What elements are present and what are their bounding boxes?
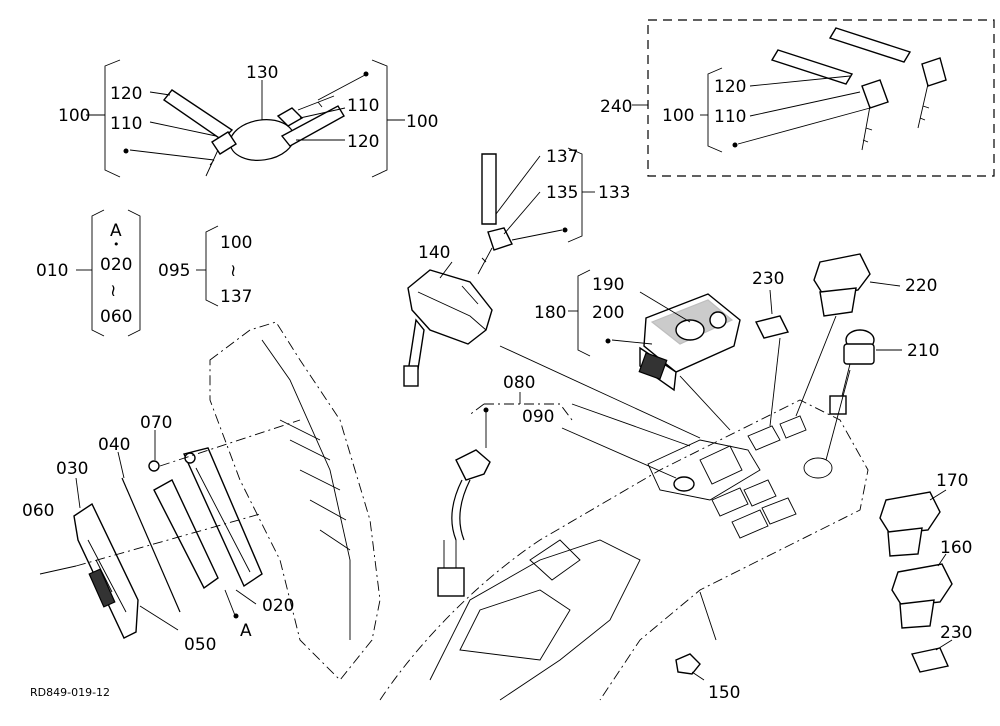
callout-010: 010 [36,261,68,281]
key-tag-box-1 [770,49,854,85]
option-key-box [632,19,995,177]
callout-120-left: 120 [110,84,142,104]
callout-050: 050 [184,635,216,655]
key-tag-box-2 [828,27,912,63]
part-030-case [73,502,139,639]
key-box-1 [861,79,889,109]
key-set-group [86,59,405,178]
meter-panel [39,419,301,639]
callout-095: 095 [158,261,190,281]
callout-090: 090 [522,407,554,427]
callout-020: 020 [262,596,294,616]
range-tilde-2: ≀ [230,261,236,281]
range-dot: • [113,238,120,251]
callout-170: 170 [936,471,968,491]
callout-137-top: 137 [546,147,578,167]
callout-137-range: 137 [220,287,252,307]
callout-240: 240 [600,97,632,117]
callout-080: 080 [503,373,535,393]
callout-110-box: 110 [714,107,746,127]
part-170 [879,489,947,557]
callout-120-box: 120 [714,77,746,97]
callout-060: 060 [22,501,54,521]
bracket-left [104,59,121,178]
part-150 [675,653,705,681]
callout-100-box: 100 [662,106,694,126]
callout-020-range: 020 [100,255,132,275]
bracket-right [371,59,388,178]
callout-a-range: A [110,221,122,241]
key-133-group [477,147,595,275]
part-230-top [754,289,790,339]
callout-220: 220 [905,276,937,296]
key-box-2 [921,57,947,87]
callout-070: 070 [140,413,172,433]
part-140 [403,261,493,387]
callout-120-right: 120 [347,132,379,152]
callout-100-right: 100 [406,112,438,132]
drawing-code: RD849-019-12 [30,686,110,699]
callout-190: 190 [592,275,624,295]
key-tag-133 [481,153,497,225]
dashboard-panel [379,315,869,701]
callout-230-top: 230 [752,269,784,289]
callout-200: 200 [592,303,624,323]
part-020-board [153,479,219,590]
range-note-010 [76,209,141,337]
part-230-bottom [911,639,953,673]
callout-180: 180 [534,303,566,323]
key-133 [487,227,513,251]
callout-210: 210 [907,341,939,361]
left-console-housing [209,321,381,681]
part-180-switch [568,269,741,392]
range-note-095 [196,225,219,307]
part-220 [813,253,901,317]
callout-110-left: 110 [110,114,142,134]
callout-130: 130 [246,63,278,83]
callout-230-bottom: 230 [940,623,972,643]
key-tag-right [280,105,345,147]
callout-a: A [240,621,252,641]
key-left [211,131,237,155]
callout-150: 150 [708,683,740,703]
callout-133: 133 [598,183,630,203]
callout-135: 135 [546,183,578,203]
key-right [276,107,304,127]
callout-040: 040 [98,435,130,455]
part-040-lens [121,477,181,613]
callout-140: 140 [418,243,450,263]
callout-100-range: 100 [220,233,252,253]
callout-110-right: 110 [347,96,379,116]
part-160 [891,553,953,629]
callout-160: 160 [940,538,972,558]
callout-030: 030 [56,459,88,479]
callout-100-left: 100 [58,106,90,126]
part-210 [829,329,902,415]
range-tilde-1: ≀ [110,281,116,301]
part-080-harness [437,392,695,597]
callout-060-range: 060 [100,307,132,327]
